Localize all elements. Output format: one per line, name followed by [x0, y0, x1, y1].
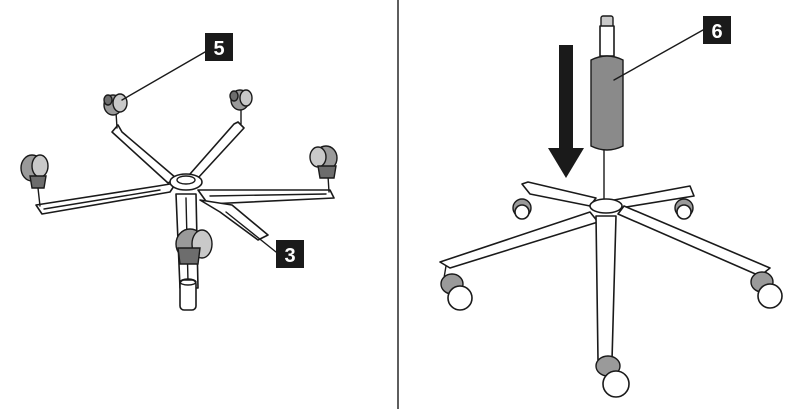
callout-5-label: 5: [213, 38, 224, 60]
arrow-down-icon: [548, 45, 584, 178]
caster-rb-right: [674, 198, 694, 220]
callout-3: 3: [225, 211, 304, 268]
callout-5: 5: [121, 33, 233, 101]
left-panel: 5 3: [20, 33, 338, 311]
star-base-right: [439, 181, 771, 361]
caster-right: [309, 145, 338, 193]
caster-r-left: [440, 273, 473, 311]
caster-rb-left: [512, 198, 532, 220]
caster-r-front: [595, 355, 630, 398]
right-panel: 6: [439, 15, 783, 398]
gas-cylinder: [590, 15, 624, 201]
caster-left: [20, 154, 49, 207]
callout-3-label: 3: [284, 245, 295, 267]
caster-r-right: [750, 271, 783, 309]
caster-back-right: [229, 89, 253, 125]
callout-6: 6: [613, 16, 731, 81]
callout-6-label: 6: [711, 21, 722, 43]
caster-front: [175, 228, 213, 311]
